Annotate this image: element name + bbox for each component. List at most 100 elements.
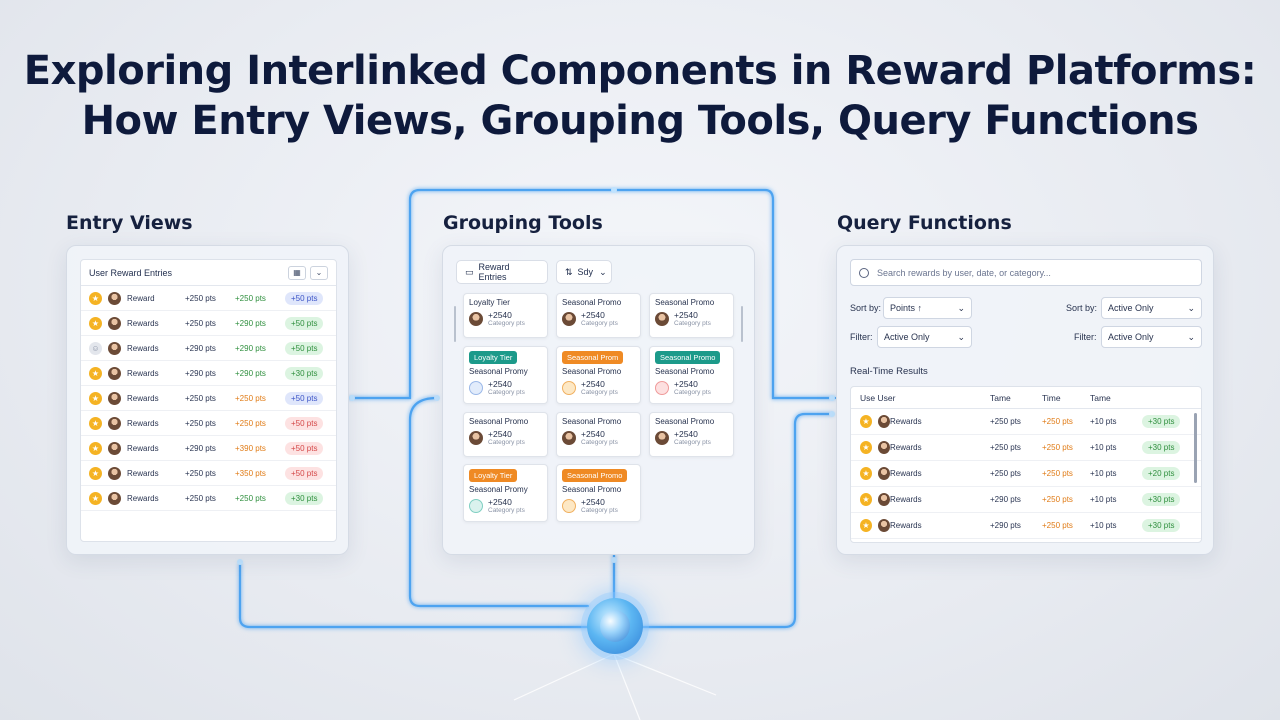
sort-active-select[interactable]: Active Only⌄ — [1101, 297, 1202, 319]
result-points: +290 pts — [990, 521, 1021, 530]
sort-dropdown[interactable]: ⇅ Sdy ⌄ — [556, 260, 612, 284]
entry-bonus: +250 pts — [235, 393, 266, 403]
entry-points: +250 pts — [185, 393, 216, 403]
entry-rows: ★Reward+250 pts+250 pts+50 pts ★Rewards+2… — [81, 286, 336, 511]
avatar — [108, 416, 121, 430]
filter-select[interactable]: Active Only⌄ — [877, 326, 972, 348]
result-extra: +10 pts — [1090, 443, 1117, 452]
search-icon — [859, 267, 869, 278]
entry-name: Rewards — [127, 368, 159, 378]
entry-points: +290 pts — [185, 443, 216, 453]
page-title: Exploring Interlinked Components in Rewa… — [23, 48, 1257, 144]
globe-hub-icon — [587, 598, 643, 654]
group-tag: Seasonal Prom — [562, 351, 624, 364]
group-value: +2540 — [581, 379, 605, 389]
entry-row[interactable]: ★Rewards+250 pts+250 pts+30 pts — [81, 486, 336, 511]
entry-name: Rewards — [127, 493, 159, 503]
avatar — [108, 441, 121, 455]
col-tame: Tame — [990, 392, 1011, 403]
result-row[interactable]: ★Rewards+290 pts+250 pts+10 pts+30 pts — [851, 487, 1201, 513]
points-badge: +50 pts — [285, 416, 324, 430]
entry-row[interactable]: ★Rewards+250 pts+350 pts+50 pts — [81, 461, 336, 486]
entry-row[interactable]: ☺Rewards+290 pts+290 pts+50 pts — [81, 336, 336, 361]
avatar — [108, 391, 121, 405]
group-value: +2540 — [488, 429, 512, 439]
group-subtitle: Category pts — [488, 439, 525, 446]
entry-points: +250 pts — [185, 293, 216, 303]
category-icon — [655, 381, 669, 395]
result-name: Rewards — [890, 521, 922, 530]
avatar — [469, 431, 483, 445]
filter-select-2[interactable]: Active Only⌄ — [1101, 326, 1202, 348]
group-title: Seasonal Promo — [655, 298, 715, 307]
group-subtitle: Category pts — [674, 320, 711, 327]
entry-row[interactable]: ★Reward+250 pts+250 pts+50 pts — [81, 286, 336, 311]
grid-view-icon[interactable]: ▦ — [288, 265, 306, 280]
result-bonus: +250 pts — [1042, 521, 1073, 530]
result-name: Rewards — [890, 495, 922, 504]
avatar — [878, 467, 890, 480]
entry-row[interactable]: ★Rewards+250 pts+290 pts+50 pts — [81, 311, 336, 336]
calendar-icon: ▭ — [465, 266, 474, 277]
entry-row[interactable]: ★Rewards+290 pts+390 pts+50 pts — [81, 436, 336, 461]
entry-row[interactable]: ★Rewards+250 pts+250 pts+50 pts — [81, 411, 336, 436]
group-subtitle: Category pts — [581, 320, 618, 327]
chevron-down-icon[interactable]: ⌄ — [310, 265, 328, 280]
query-functions-label: Query Functions — [837, 212, 1012, 234]
group-subtitle: Category pts — [488, 320, 525, 327]
result-row[interactable]: ★Rewards+250 pts+250 pts+10 pts+20 pts — [851, 461, 1201, 487]
reward-entries-button[interactable]: ▭ Reward Entries — [456, 260, 548, 284]
entry-views-panel: User Reward Entries ▦ ⌄ ★Reward+250 pts+… — [66, 245, 349, 555]
result-extra: +10 pts — [1090, 521, 1117, 530]
result-row[interactable]: ★Rewards+250 pts+250 pts+10 pts+30 pts — [851, 409, 1201, 435]
avatar — [108, 291, 121, 305]
avatar — [562, 431, 576, 445]
group-title: Seasonal Promo — [469, 417, 529, 426]
avatar — [562, 312, 576, 326]
drag-handle-left[interactable] — [454, 306, 456, 342]
entry-table-title: User Reward Entries — [89, 267, 173, 278]
star-icon: ★ — [860, 467, 872, 480]
entry-bonus: +350 pts — [235, 468, 266, 478]
avatar — [108, 466, 121, 480]
grouping-tools-label: Grouping Tools — [443, 212, 603, 234]
group-value: +2540 — [674, 379, 698, 389]
avatar — [655, 312, 669, 326]
chevron-down-icon: ⌄ — [1187, 302, 1195, 313]
points-badge: +30 pts — [1142, 441, 1181, 454]
entry-points: +250 pts — [185, 493, 216, 503]
search-input[interactable]: Search rewards by user, date, or categor… — [850, 259, 1202, 286]
avatar — [108, 341, 121, 355]
entry-points: +250 pts — [185, 318, 216, 328]
points-badge: +50 pts — [285, 441, 324, 455]
entry-views-label: Entry Views — [66, 212, 193, 234]
group-subtitle: Category pts — [581, 507, 618, 514]
entry-row[interactable]: ★Rewards+250 pts+250 pts+50 pts — [81, 386, 336, 411]
entry-bonus: +290 pts — [235, 318, 266, 328]
category-icon — [562, 381, 576, 395]
entry-table: User Reward Entries ▦ ⌄ ★Reward+250 pts+… — [80, 259, 337, 542]
drag-handle-right[interactable] — [741, 306, 743, 342]
group-value: +2540 — [674, 310, 698, 320]
chevron-down-icon: ⌄ — [957, 331, 965, 342]
category-icon — [469, 499, 483, 513]
sort-points-select[interactable]: Points ↑⌄ — [883, 297, 972, 319]
result-row[interactable]: ★Rewards+290 pts+250 pts+10 pts+30 pts — [851, 513, 1201, 539]
points-badge: +30 pts — [1142, 519, 1181, 532]
result-row[interactable]: ★Rewards+250 pts+250 pts+10 pts+30 pts — [851, 435, 1201, 461]
results-scrollbar[interactable] — [1194, 413, 1197, 483]
col-user: Use User — [860, 392, 896, 403]
star-icon: ★ — [860, 493, 872, 506]
entry-row[interactable]: ★Rewards+290 pts+290 pts+30 pts — [81, 361, 336, 386]
